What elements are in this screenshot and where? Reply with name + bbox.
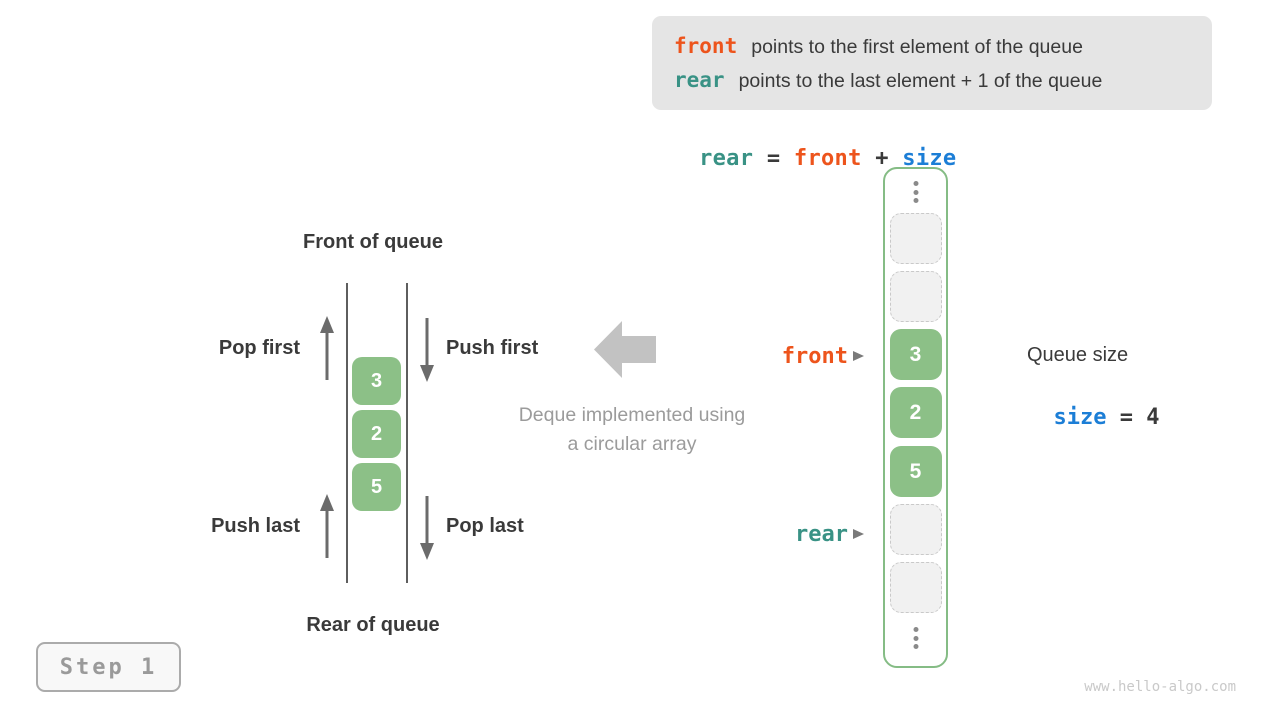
- step-badge: Step 1: [36, 642, 181, 692]
- queue-cell: 5: [352, 463, 401, 511]
- rear-definition-line: rear points to the last element + 1 of t…: [674, 68, 1212, 93]
- array-cell-empty: [889, 504, 942, 555]
- formula-front: front: [793, 146, 862, 171]
- front-pointer-label: front: [781, 344, 848, 369]
- rear-pointer-label: rear: [795, 522, 848, 547]
- watermark: www.hello-algo.com: [1084, 679, 1236, 695]
- queue-cell: 3: [352, 357, 401, 405]
- rear-pointer-arrow-icon: [853, 529, 864, 539]
- rear-definition-text: points to the last element + 1 of the qu…: [738, 69, 1103, 92]
- ellipsis-top-icon: [913, 181, 918, 203]
- queue-wall-right: [406, 283, 408, 583]
- array-cell-empty: [889, 213, 942, 264]
- left-block-arrow-icon: [594, 321, 656, 378]
- front-definition-line: front points to the first element of the…: [674, 34, 1212, 59]
- array-cell-value: 5: [889, 446, 942, 497]
- formula-plus: +: [861, 146, 903, 171]
- size-variable: size: [1053, 405, 1107, 430]
- up-arrow-icon: [320, 494, 334, 558]
- formula-size: size: [902, 146, 957, 171]
- front-pointer-arrow-icon: [853, 351, 864, 361]
- array-cell-empty: [889, 271, 942, 322]
- front-of-queue-label: Front of queue: [303, 231, 443, 253]
- pointer-definitions-box: front points to the first element of the…: [652, 16, 1212, 110]
- pop-last-label: Pop last: [446, 515, 524, 537]
- rear-of-queue-label: Rear of queue: [306, 614, 440, 636]
- queue-wall-left: [346, 283, 348, 583]
- queue-cell: 2: [352, 410, 401, 458]
- size-equals: =: [1106, 405, 1147, 430]
- up-arrow-icon: [320, 316, 334, 380]
- size-value: 4: [1146, 405, 1160, 430]
- figure-caption: Deque implemented using a circular array: [492, 401, 772, 459]
- push-last-label: Push last: [211, 515, 300, 537]
- rear-keyword: rear: [674, 67, 725, 92]
- pop-first-label: Pop first: [218, 337, 300, 359]
- formula-equals: =: [753, 146, 794, 171]
- queue-size-equation: size = 4: [1027, 380, 1160, 430]
- down-arrow-icon: [420, 496, 434, 560]
- front-definition-text: points to the first element of the queue: [751, 35, 1083, 58]
- rear-formula: rear = front + size: [672, 121, 956, 171]
- array-cell-empty: [889, 562, 942, 613]
- caption-line-1: Deque implemented using: [518, 404, 746, 426]
- formula-rear: rear: [699, 146, 754, 171]
- push-first-label: Push first: [446, 337, 539, 359]
- ellipsis-bottom-icon: [913, 627, 918, 649]
- caption-line-2: a circular array: [567, 433, 697, 455]
- circular-array-container: 3 2 5: [883, 167, 948, 668]
- array-cell-value: 3: [889, 329, 942, 380]
- down-arrow-icon: [420, 318, 434, 382]
- array-cell-value: 2: [889, 387, 942, 438]
- queue-size-title: Queue size: [1027, 344, 1129, 366]
- front-keyword: front: [674, 33, 738, 58]
